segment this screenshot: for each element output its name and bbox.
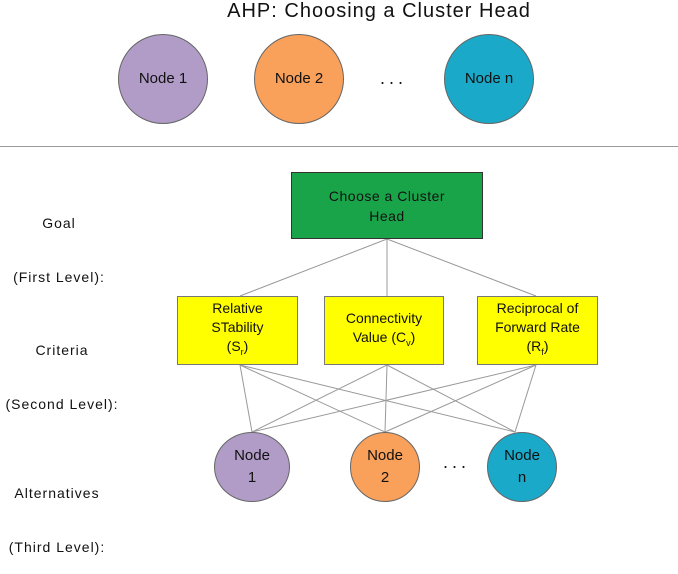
- criterion-2-close: ): [410, 328, 416, 345]
- level-label-alternatives: Alternatives (Third Level):: [0, 448, 114, 574]
- top-node-n: Node n: [444, 34, 534, 124]
- alternative-node-2: Node 2: [350, 432, 420, 502]
- criterion-2-line2-wrap: Value (Cv): [353, 328, 416, 353]
- criterion-3-to-alt-3-line: [514, 364, 537, 433]
- alternative-node-1: Node 1: [214, 432, 290, 502]
- criterion-2-to-alt-2-line: [384, 364, 388, 433]
- goal-line2: Head: [369, 207, 405, 224]
- top-ellipsis: ...: [380, 68, 408, 88]
- criterion-3-to-alt-1-line: [251, 364, 537, 433]
- criterion-1-to-alt-2-line: [239, 364, 386, 433]
- alt-1-line2: 1: [247, 469, 257, 486]
- criterion-3-symbol-line: (Rf): [526, 338, 549, 357]
- goal-to-criterion-1-line: [239, 238, 388, 297]
- diagram-title: AHP: Choosing a Cluster Head: [227, 0, 531, 22]
- level-goal-line1: Goal: [42, 215, 76, 231]
- criterion-1-subscript: r: [240, 346, 244, 357]
- criterion-2-to-alt-1-line: [251, 364, 388, 433]
- goal-line1: Choose a Cluster: [328, 187, 446, 204]
- level-alternatives-line1: Alternatives: [14, 485, 100, 501]
- criterion-box-connectivity-value: Connectivity Value (Cv): [324, 296, 444, 365]
- alt-3-line2: n: [517, 469, 527, 486]
- criterion-1-symbol: S: [231, 338, 241, 355]
- level-goal-line2: (First Level):: [13, 269, 105, 285]
- level-alternatives-line2: (Third Level):: [8, 539, 106, 555]
- criterion-1-line2: STability: [211, 319, 264, 336]
- level-label-goal: Goal (First Level):: [0, 178, 118, 304]
- criterion-2-line1: Connectivity: [345, 309, 423, 326]
- alt-2-line2: 2: [380, 469, 390, 486]
- criterion-1-symbol-line: (Sr): [226, 338, 249, 357]
- criterion-2-line2: Value (: [352, 328, 397, 345]
- level-label-criteria: Criteria (Second Level):: [0, 305, 124, 431]
- criterion-box-relative-stability: Relative STability (Sr): [177, 296, 298, 365]
- criterion-3-subscript: f: [541, 346, 544, 357]
- alt-2-line1: Node: [367, 447, 403, 464]
- alt-1-line1: Node: [234, 447, 270, 464]
- top-node-1: Node 1: [118, 34, 208, 124]
- goal-to-criterion-3-line: [386, 238, 537, 297]
- alt-ellipsis: ...: [443, 452, 471, 472]
- criterion-2-to-alt-3-line: [386, 364, 516, 433]
- criterion-box-reciprocal-forward-rate: Reciprocal of Forward Rate (Rf): [477, 296, 598, 365]
- alt-3-line1: Node: [504, 447, 540, 464]
- connector-lines: [239, 238, 537, 433]
- level-criteria-line2: (Second Level):: [5, 396, 119, 412]
- section-divider: [0, 146, 678, 147]
- criterion-1-to-alt-3-line: [239, 364, 516, 433]
- criterion-1-to-alt-1-line: [239, 364, 253, 433]
- criterion-3-line2: Forward Rate: [495, 319, 580, 336]
- criterion-2-subscript: v: [406, 337, 411, 348]
- criterion-3-line1: Reciprocal of: [496, 300, 579, 317]
- goal-box: Choose a Cluster Head: [291, 172, 483, 239]
- level-criteria-line1: Criteria: [35, 342, 89, 358]
- criterion-1-line1: Relative: [212, 300, 263, 317]
- top-node-2: Node 2: [254, 34, 344, 124]
- criterion-3-to-alt-2-line: [384, 364, 537, 433]
- criterion-2-symbol: C: [396, 328, 407, 345]
- alternative-node-n: Node n: [487, 432, 557, 502]
- criterion-3-symbol: R: [531, 338, 542, 355]
